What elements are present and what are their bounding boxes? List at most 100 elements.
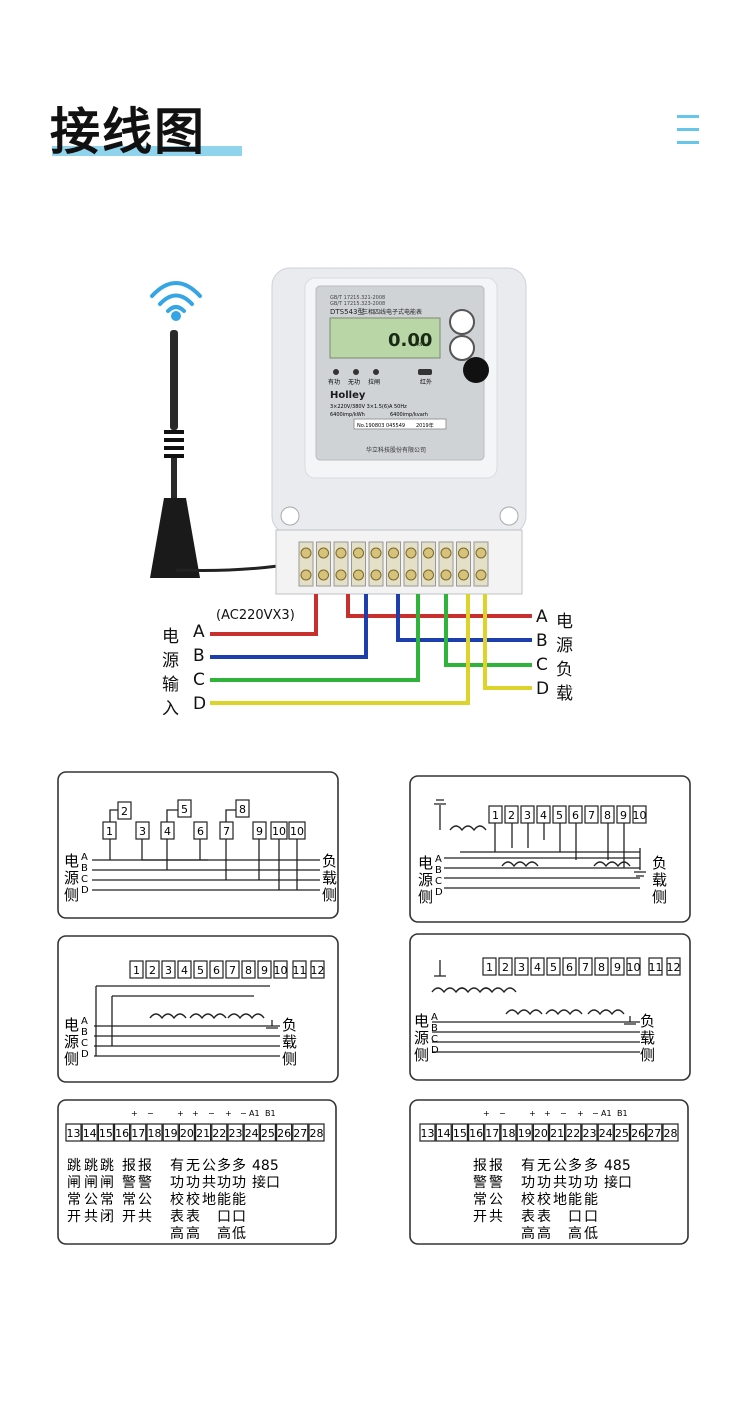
aux-right-label: 共 bbox=[489, 1209, 503, 1225]
d1-terminal-label: 2 bbox=[121, 805, 128, 818]
aux-right-terminal bbox=[613, 1123, 631, 1142]
aux-right-label: 接口 bbox=[604, 1174, 632, 1191]
aux-left-label: 低 bbox=[232, 1226, 246, 1242]
d3-terminal-label: 11 bbox=[293, 964, 307, 977]
aux-left-label: 高 bbox=[170, 1225, 184, 1242]
aux-right-label: 功 bbox=[584, 1175, 598, 1191]
aux-left-label: 报 bbox=[138, 1158, 152, 1174]
aux-right-terminal bbox=[435, 1123, 452, 1142]
d3-load-label: 侧 bbox=[282, 1050, 297, 1068]
d3-terminal bbox=[273, 960, 288, 979]
aux-right-label: 校 bbox=[521, 1191, 535, 1208]
aux-left-terminal-label: 28 bbox=[310, 1127, 324, 1140]
aux-right-polarity: B1 bbox=[617, 1109, 628, 1118]
aux-left-terminal-label: 18 bbox=[148, 1127, 162, 1140]
wire-d bbox=[210, 594, 532, 705]
terminal-screw bbox=[353, 547, 364, 559]
menu-icon[interactable] bbox=[677, 115, 699, 147]
d3-wire bbox=[95, 985, 270, 1056]
d3-terminal bbox=[129, 960, 144, 979]
terminal-screw bbox=[370, 569, 382, 581]
d4-terminal bbox=[578, 957, 593, 976]
aux-right-label: 多 bbox=[568, 1157, 582, 1174]
terminal-screw bbox=[353, 569, 364, 581]
wire-a-segment bbox=[210, 594, 318, 636]
aux-left-terminal bbox=[308, 1123, 325, 1142]
aux-left-label: 能 bbox=[217, 1192, 231, 1208]
d2-load-label: 侧 bbox=[652, 888, 667, 906]
aux-right-label: 能 bbox=[568, 1192, 582, 1208]
lcd-value: 0.00 bbox=[388, 330, 432, 351]
d4-load-label: 载 bbox=[640, 1029, 655, 1047]
d2-phase-label: D bbox=[435, 887, 443, 898]
aux-right-terminal-label: 15 bbox=[453, 1127, 467, 1140]
aux-left-label: 功 bbox=[170, 1175, 184, 1191]
aux-right-terminal-label: 20 bbox=[534, 1127, 548, 1140]
left-phase-b: B bbox=[193, 646, 205, 666]
aux-left-label: 多 bbox=[217, 1157, 231, 1174]
aux-left-label: 共 bbox=[202, 1175, 216, 1191]
d4-ground bbox=[434, 960, 446, 977]
d4-phase-label: B bbox=[431, 1023, 438, 1034]
terminal-screw bbox=[423, 569, 434, 581]
aux-right-label: 共 bbox=[553, 1175, 567, 1191]
led-label-active: 有功 bbox=[328, 378, 340, 386]
d3-coil bbox=[189, 1013, 227, 1020]
d3-terminal-label: 10 bbox=[274, 964, 288, 977]
d2-load-label: 载 bbox=[652, 871, 667, 889]
wire-d-segment bbox=[483, 594, 532, 690]
aux-right-label: 常 bbox=[473, 1192, 487, 1208]
aux-left-label: 警 bbox=[138, 1175, 152, 1191]
aux-right-polarity: + bbox=[483, 1109, 490, 1118]
aux-left-label: 高 bbox=[186, 1225, 200, 1242]
aux-left-label: 跳 bbox=[67, 1158, 81, 1174]
d2-source-label: 侧 bbox=[418, 888, 433, 906]
d4-terminal-label: 3 bbox=[518, 961, 525, 974]
d4-source-label: 源 bbox=[414, 1029, 429, 1047]
d3-terminal bbox=[241, 960, 256, 979]
d4-terminal-label: 5 bbox=[550, 961, 557, 974]
d1-phase-label: C bbox=[81, 874, 88, 885]
terminal-screw bbox=[475, 569, 487, 581]
aux-left-label: 口 bbox=[232, 1209, 246, 1225]
aux-left-label: 校 bbox=[186, 1191, 200, 1208]
aux-left-polarity: − bbox=[240, 1109, 247, 1118]
d2-phase-label: C bbox=[435, 876, 442, 887]
d4-terminal-label: 12 bbox=[667, 961, 681, 974]
d3-source-label: 侧 bbox=[64, 1050, 79, 1068]
meter-rating: 3×220V/380V 3×1.5(6)A 50Hz bbox=[330, 404, 407, 410]
aux-left-label: 公 bbox=[138, 1192, 152, 1208]
terminal-screw bbox=[405, 569, 417, 581]
aux-left-label: 跳 bbox=[84, 1158, 98, 1174]
aux-right-terminal-label: 23 bbox=[583, 1127, 597, 1140]
aux-right-terminal-label: 17 bbox=[485, 1127, 499, 1140]
d2-source-label: 源 bbox=[418, 871, 433, 889]
aux-left-terminal-label: 21 bbox=[196, 1127, 210, 1140]
title-underline bbox=[52, 146, 242, 156]
aux-left-label: 口 bbox=[217, 1209, 231, 1225]
aux-right-label: 高 bbox=[568, 1225, 582, 1242]
aux-right-polarity: − bbox=[592, 1109, 599, 1118]
aux-right-label: 485 bbox=[604, 1158, 631, 1174]
aux-left-polarity: − bbox=[147, 1109, 154, 1118]
d2-terminal-label: 4 bbox=[540, 809, 547, 822]
aux-right-label: 高 bbox=[521, 1225, 535, 1242]
d1-terminal-label: 9 bbox=[256, 825, 263, 838]
terminal-block bbox=[298, 541, 489, 587]
right-label-1: 电 bbox=[556, 612, 573, 632]
aux-left-label: 接口 bbox=[252, 1174, 280, 1191]
aux-left-terminal-label: 26 bbox=[277, 1127, 291, 1140]
aux-left-label: 公 bbox=[202, 1158, 216, 1174]
aux-right-terminal-label: 24 bbox=[599, 1127, 613, 1140]
d4-load-label: 侧 bbox=[640, 1046, 655, 1064]
wire-c bbox=[210, 594, 532, 682]
wifi-icon bbox=[150, 281, 202, 321]
aux-left-label: 开 bbox=[122, 1209, 136, 1225]
d2-load-label: 负 bbox=[652, 854, 667, 872]
d2-source-label: 电 bbox=[418, 854, 433, 872]
d3-ground bbox=[266, 1020, 278, 1029]
d4-terminal-label: 8 bbox=[598, 961, 605, 974]
aux-left-label: 高 bbox=[217, 1225, 231, 1242]
aux-left-terminal-label: 27 bbox=[293, 1127, 307, 1140]
terminal-screw bbox=[440, 569, 452, 581]
